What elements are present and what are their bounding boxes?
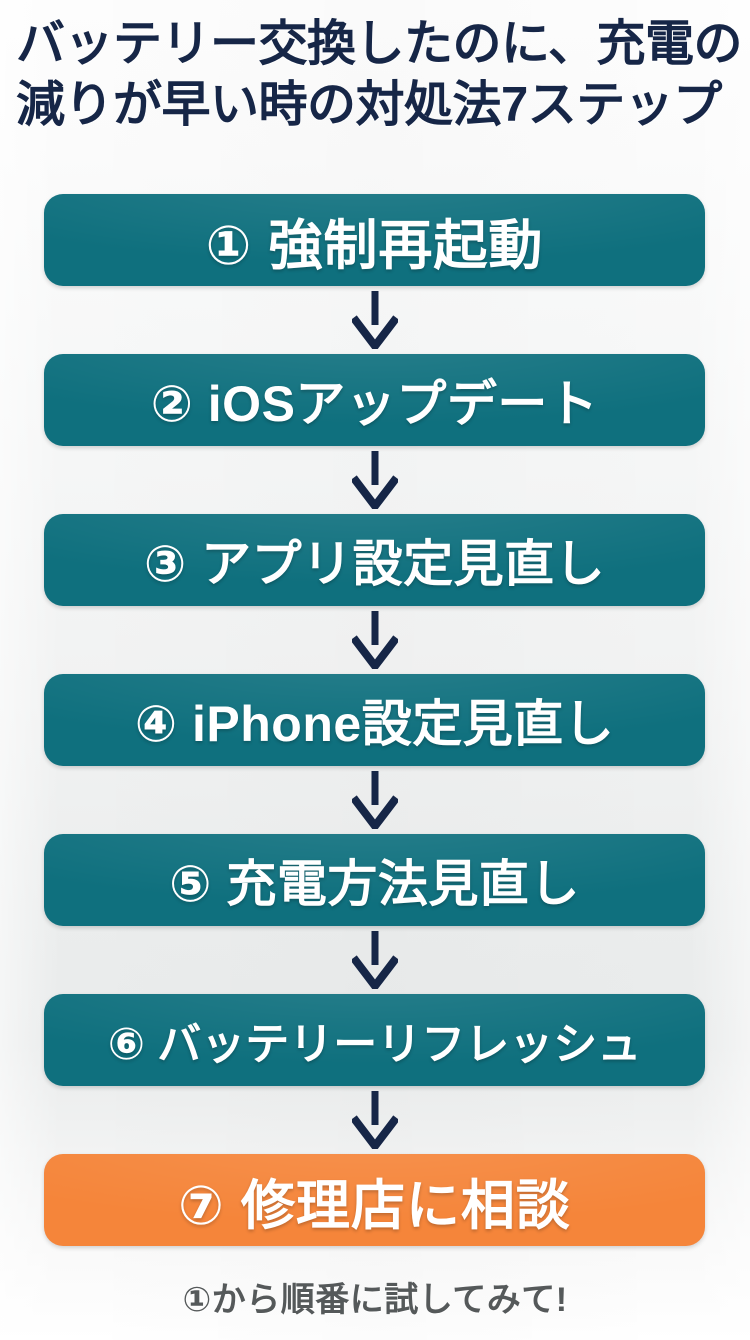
arrow-down-icon: [44, 606, 705, 674]
step-label-6: ⑥ バッテリーリフレッシュ: [107, 1020, 642, 1069]
steps-flow: ① 強制再起動 ② iOSアップデート ③ アプリ設定見直し ④ iPhone設定見直…: [44, 194, 705, 1246]
step-box-1[interactable]: ① 強制再起動: [44, 194, 705, 286]
step-box-4[interactable]: ④ iPhone設定見直し: [44, 674, 705, 766]
footer-note: ①から順番に試してみて!: [182, 1281, 568, 1319]
page-title: バッテリー交換したのに、充電の 減りが早い時の対処法7ステップ: [0, 14, 750, 136]
step-label-1: ① 強制再起動: [205, 215, 544, 276]
arrow-down-icon: [44, 926, 705, 994]
page-title-line-1: バッテリー交換したのに、充電の: [16, 17, 743, 71]
step-label-5: ⑤ 充電方法見直し: [169, 856, 580, 912]
arrow-down-icon: [44, 286, 705, 354]
arrow-down-icon: [44, 1086, 705, 1154]
step-label-3: ③ アプリ設定見直し: [143, 536, 606, 592]
step-box-5[interactable]: ⑤ 充電方法見直し: [44, 834, 705, 926]
page-title-line-2: 減りが早い時の対処法7ステップ: [16, 78, 722, 132]
step-box-2[interactable]: ② iOSアップデート: [44, 354, 705, 446]
step-box-3[interactable]: ③ アプリ設定見直し: [44, 514, 705, 606]
step-label-4: ④ iPhone設定見直し: [134, 696, 615, 752]
arrow-down-icon: [44, 766, 705, 834]
arrow-down-icon: [44, 446, 705, 514]
step-label-2: ② iOSアップデート: [150, 376, 599, 432]
step-box-6[interactable]: ⑥ バッテリーリフレッシュ: [44, 994, 705, 1086]
step-label-7: ⑦ 修理店に相談: [178, 1175, 571, 1236]
step-box-7[interactable]: ⑦ 修理店に相談: [44, 1154, 705, 1246]
